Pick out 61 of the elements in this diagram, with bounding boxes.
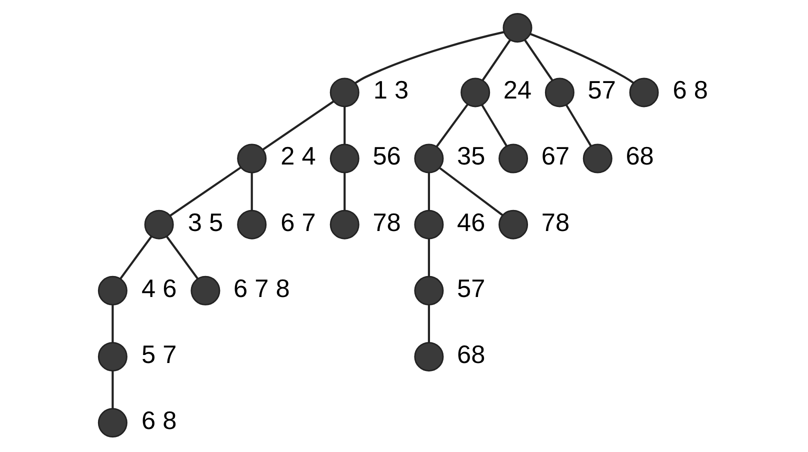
node-circle — [144, 210, 174, 240]
node-circle — [414, 210, 444, 240]
node-circle — [330, 210, 360, 240]
node-label: 6 7 8 — [234, 274, 290, 303]
connector — [166, 236, 198, 280]
node-label: 6 7 — [280, 208, 316, 237]
node-label: 1 3 — [373, 76, 409, 105]
node-circle — [502, 13, 532, 43]
node-circle — [98, 342, 128, 372]
node-circle — [414, 144, 444, 174]
node-circle — [582, 144, 612, 174]
node-circle — [460, 78, 490, 108]
connector — [565, 104, 592, 146]
connector — [344, 172, 346, 210]
node-label: 4 6 — [141, 274, 177, 303]
node-circle — [237, 144, 267, 174]
node-label: 2 4 — [280, 142, 316, 171]
connector — [428, 172, 430, 210]
node-circle — [330, 78, 360, 108]
connector — [428, 304, 430, 343]
node-label: 68 — [457, 340, 486, 369]
connector — [262, 100, 334, 150]
node-label: 57 — [457, 274, 486, 303]
connector — [169, 166, 242, 217]
node-circle — [544, 78, 574, 108]
node-label: 24 — [503, 76, 532, 105]
node-label: 35 — [457, 142, 486, 171]
connector — [250, 172, 253, 210]
node-circle — [190, 276, 220, 306]
connector — [481, 104, 508, 146]
node-circle — [330, 144, 360, 174]
node-label: 6 8 — [141, 406, 177, 435]
node-label: 6 8 — [672, 76, 708, 105]
connector — [439, 167, 504, 216]
node-circle — [498, 210, 528, 240]
node-label: 78 — [372, 208, 401, 237]
connector — [354, 31, 504, 84]
node-label: 5 7 — [141, 340, 177, 369]
node-label: 67 — [541, 142, 570, 171]
connector — [524, 39, 554, 81]
connector — [428, 238, 430, 276]
connector — [120, 236, 152, 280]
node-circle — [98, 276, 128, 306]
connector — [482, 39, 512, 81]
node-label: 68 — [626, 142, 654, 171]
connector — [112, 304, 114, 343]
node-label: 46 — [457, 208, 486, 237]
node-circle — [98, 408, 128, 438]
node-circle — [414, 342, 444, 372]
node-label: 56 — [372, 142, 401, 171]
connector — [112, 370, 114, 409]
node-label: 57 — [588, 76, 616, 105]
node-circle — [629, 78, 659, 108]
node-circle — [414, 276, 444, 306]
connector — [344, 106, 346, 144]
node-circle — [498, 144, 528, 174]
connector — [530, 33, 634, 84]
connector — [436, 104, 469, 148]
node-circle — [237, 210, 267, 240]
node-label: 3 5 — [188, 208, 224, 237]
node-label: 78 — [541, 208, 570, 237]
